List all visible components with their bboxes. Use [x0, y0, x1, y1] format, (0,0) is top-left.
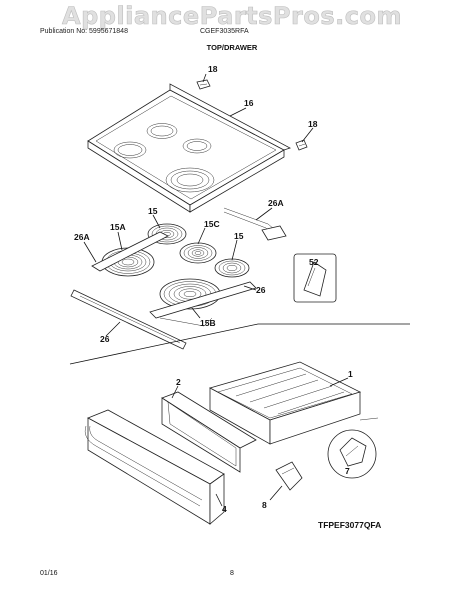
part-26-element-bracket[interactable]	[91, 231, 257, 327]
part-4-drawer-front[interactable]	[84, 409, 225, 525]
section-divider	[69, 323, 410, 365]
callout-8: 8	[262, 500, 267, 510]
callout-52: 52	[309, 257, 319, 267]
callout-26-strip: 26	[100, 334, 110, 344]
callout-4: 4	[222, 504, 227, 514]
callout-1: 1	[348, 369, 353, 379]
part-15-surface-element-right[interactable]	[214, 258, 250, 278]
callout-26-right: 26	[256, 285, 266, 295]
callout-15a: 15A	[110, 222, 126, 232]
callout-26a-left: 26A	[74, 232, 90, 242]
callout-15-right: 15	[234, 231, 244, 241]
part-7-slide-detail[interactable]	[327, 417, 379, 479]
callout-15-top: 15	[148, 206, 158, 216]
callout-7: 7	[345, 466, 350, 476]
part-18-clip-right[interactable]	[295, 139, 308, 151]
footer-date: 01/16	[40, 570, 58, 577]
diagram-code: TFPEF3077QFA	[318, 520, 382, 530]
watermark: AppliancePartsPros.com	[62, 2, 402, 31]
callout-2: 2	[176, 377, 181, 387]
callout-16: 16	[244, 98, 254, 108]
part-2-gasket[interactable]	[161, 391, 257, 473]
part-16-cooktop[interactable]	[87, 83, 292, 213]
callout-18-right: 18	[308, 119, 318, 129]
model-number: CGEF3035RFA	[200, 28, 249, 35]
callout-15b: 15B	[200, 318, 216, 328]
part-8-drawer-slide[interactable]	[275, 461, 303, 491]
publication-number: Publication No: 5995671848	[40, 28, 128, 35]
part-26a-terminal-block[interactable]	[223, 207, 287, 241]
callout-15c: 15C	[204, 219, 220, 229]
callout-26a-top: 26A	[268, 198, 284, 208]
leader-lines	[83, 73, 349, 507]
footer-page-number: 8	[230, 570, 234, 577]
part-1-drawer-body[interactable]	[208, 361, 362, 445]
section-title: TOP/DRAWER	[206, 43, 258, 52]
part-26-support-strip[interactable]	[70, 289, 187, 350]
callout-18-left: 18	[208, 64, 218, 74]
part-15c-surface-element[interactable]	[179, 242, 217, 264]
part-52-bracket[interactable]	[293, 253, 337, 303]
